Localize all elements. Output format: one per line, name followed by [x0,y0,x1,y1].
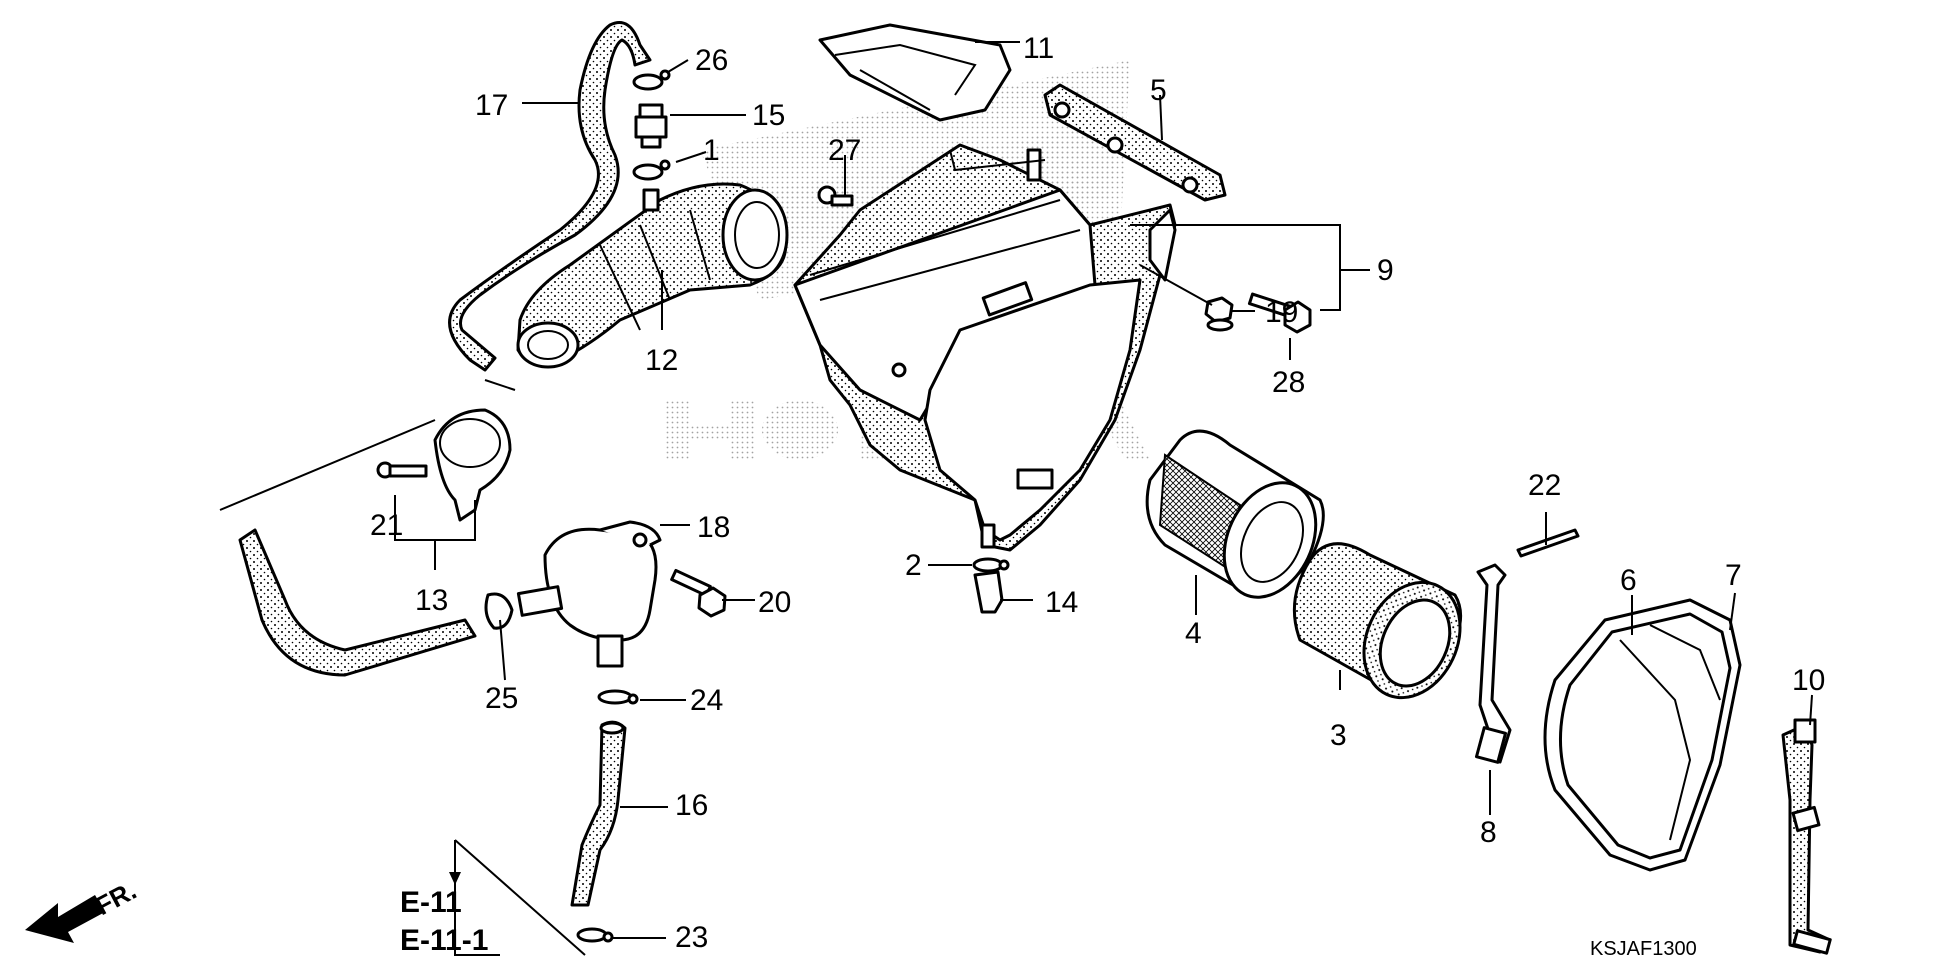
air-cleaner-housing-9 [793,143,1177,552]
callout-26: 26 [695,44,728,77]
reference-e-11-1: E-11-1 [400,924,488,957]
band-8 [1474,563,1512,764]
callout-23: 23 [675,921,708,954]
sponge-element-3 [1292,542,1463,700]
connecting-tube-12 [516,182,789,369]
bolt-axis-line [1139,264,1213,306]
callout-4: 4 [1185,617,1202,650]
callout-25: 25 [485,682,518,715]
clip-24 [597,689,639,705]
callout-24: 24 [690,684,723,717]
callout-14: 14 [1045,586,1078,619]
clip-25 [484,592,514,630]
callout-18: 18 [697,511,730,544]
tube-joint-15 [634,103,668,149]
pin-22 [1516,528,1580,558]
callout-8: 8 [1480,816,1497,849]
holder-10 [1781,718,1832,955]
hose-lower-left [238,528,477,677]
callout-11: 11 [1023,32,1054,65]
clip-1 [632,159,671,181]
grommet-19 [1204,296,1234,332]
drain-hose-16 [570,720,627,907]
stay-5 [1043,83,1227,202]
callout-7: 7 [1725,559,1742,592]
front-direction-arrow-icon [25,895,105,943]
clip-2 [972,557,1010,573]
callout-6: 6 [1620,564,1637,597]
callout-15: 15 [752,99,785,132]
air-cleaner-element-4 [1145,429,1325,599]
clip-23 [576,927,614,943]
callout-12: 12 [645,344,678,377]
callout-9: 9 [1377,254,1394,287]
section-boundaries [219,379,586,956]
diagram-code: KSJAF1300 [1590,938,1697,960]
callout-19: 19 [1265,296,1298,329]
clip-26 [632,69,671,91]
callout-labels: 1 2 3 4 5 6 7 8 9 10 11 12 13 14 15 16 1… [370,32,1825,954]
callout-13: 13 [415,584,448,617]
callout-21: 21 [370,509,403,542]
callout-22: 22 [1528,469,1561,502]
duct-cover-11 [818,23,1012,122]
callout-1: 1 [703,134,720,167]
seal-13 [433,408,512,522]
callout-10: 10 [1792,664,1825,697]
callout-3: 3 [1330,719,1347,752]
bolt-28 [1247,292,1312,334]
callout-20: 20 [758,586,791,619]
leader-lines [394,41,1813,939]
screw-21 [376,461,428,479]
reference-e-11: E-11 [400,886,462,919]
separator-18 [516,520,662,668]
callout-27: 27 [828,134,861,167]
callout-5: 5 [1150,74,1167,107]
callout-28: 28 [1272,366,1305,399]
cover-6-7 [1543,598,1742,872]
plug-14 [973,570,1004,614]
callout-17: 17 [475,89,508,122]
bolt-20 [670,568,727,618]
screw-27 [817,185,854,207]
callout-16: 16 [675,789,708,822]
callout-2: 2 [905,549,922,582]
